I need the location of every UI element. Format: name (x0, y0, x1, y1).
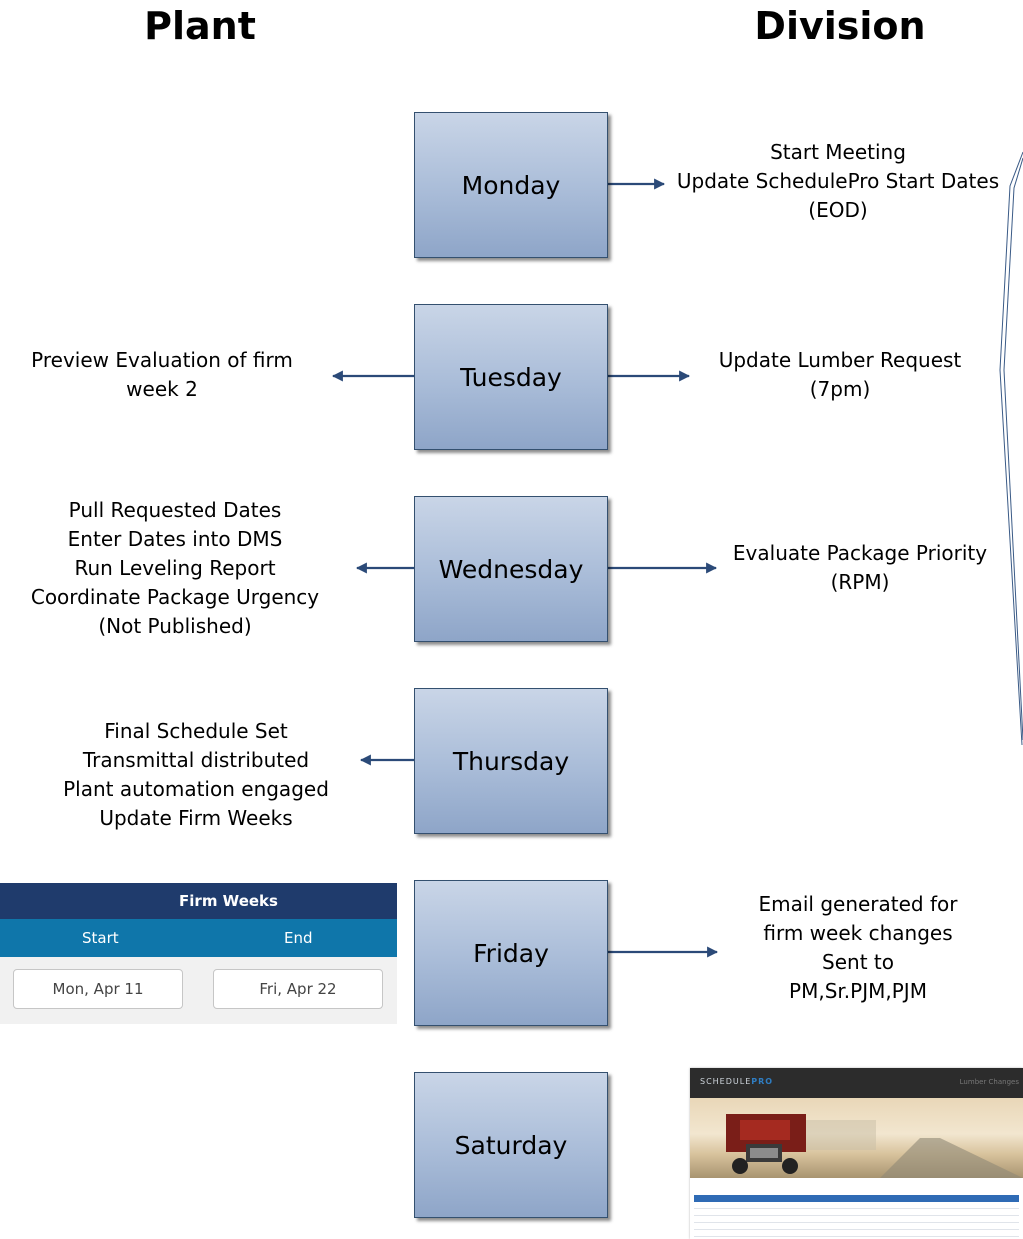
division-note-monday: Start Meeting Update SchedulePro Start D… (640, 138, 1023, 225)
email-header-tag: Lumber Changes (959, 1078, 1019, 1086)
note-line: (EOD) (808, 198, 868, 222)
logo-text-accent: PRO (751, 1077, 774, 1086)
firm-weeks-panel: Firm Weeks Start End Mon, Apr 11 Fri, Ap… (0, 883, 397, 1024)
note-line: Update Lumber Request (718, 348, 962, 372)
note-line: week 2 (126, 377, 198, 401)
plant-note-tuesday: Preview Evaluation of firm week 2 (6, 346, 318, 404)
note-line: Enter Dates into DMS (67, 527, 283, 551)
truck-hero-image (690, 1098, 1023, 1178)
note-line: Coordinate Package Urgency (30, 585, 320, 609)
note-line: Pull Requested Dates (68, 498, 282, 522)
day-box-saturday: Saturday (414, 1072, 608, 1218)
note-line: PM,Sr.PJM,PJM (789, 979, 927, 1003)
email-body-text (690, 1178, 1023, 1192)
note-line: Transmittal distributed (82, 748, 310, 772)
day-box-monday: Monday (414, 112, 608, 258)
plant-column-header: Plant (144, 4, 256, 48)
day-box-friday: Friday (414, 880, 608, 1026)
plant-note-thursday: Final Schedule Set Transmittal distribut… (38, 717, 354, 833)
bracket-shape (999, 151, 1023, 746)
note-line: Preview Evaluation of firm (31, 348, 293, 372)
note-line: Plant automation engaged (63, 777, 329, 801)
note-line: Sent to (822, 950, 894, 974)
note-line: Start Meeting (770, 140, 906, 164)
note-line: firm week changes (763, 921, 953, 945)
email-preview-thumbnail: SCHEDULEPRO Lumber Changes (690, 1068, 1023, 1239)
day-box-wednesday: Wednesday (414, 496, 608, 642)
start-column-label: Start (82, 929, 119, 947)
division-note-wednesday: Evaluate Package Priority (RPM) (718, 539, 1002, 597)
note-line: Evaluate Package Priority (732, 541, 988, 565)
email-header-bar: SCHEDULEPRO Lumber Changes (690, 1068, 1023, 1098)
end-date-field[interactable]: Fri, Apr 22 (213, 969, 383, 1009)
note-line: (RPM) (830, 570, 890, 594)
division-note-friday: Email generated for firm week changes Se… (728, 890, 988, 1006)
note-line: Update Firm Weeks (99, 806, 293, 830)
division-column-header: Division (754, 4, 926, 48)
note-line: Run Leveling Report (74, 556, 276, 580)
firm-weeks-column-header: Start End (0, 919, 397, 957)
note-line: Final Schedule Set (104, 719, 288, 743)
note-line: Update SchedulePro Start Dates (676, 169, 1000, 193)
day-box-thursday: Thursday (414, 688, 608, 834)
note-line: Email generated for (758, 892, 958, 916)
end-column-label: End (284, 929, 313, 947)
schedulepro-logo: SCHEDULEPRO (700, 1077, 773, 1086)
note-line: (7pm) (809, 377, 871, 401)
note-line: (Not Published) (98, 614, 252, 638)
firm-weeks-title: Firm Weeks (0, 883, 397, 919)
day-box-tuesday: Tuesday (414, 304, 608, 450)
plant-note-wednesday: Pull Requested Dates Enter Dates into DM… (10, 496, 340, 641)
email-data-table (694, 1195, 1019, 1239)
start-date-field[interactable]: Mon, Apr 11 (13, 969, 183, 1009)
truck-icon (726, 1114, 1023, 1178)
division-note-tuesday: Update Lumber Request (7pm) (690, 346, 990, 404)
logo-text: SCHEDULE (700, 1077, 752, 1086)
